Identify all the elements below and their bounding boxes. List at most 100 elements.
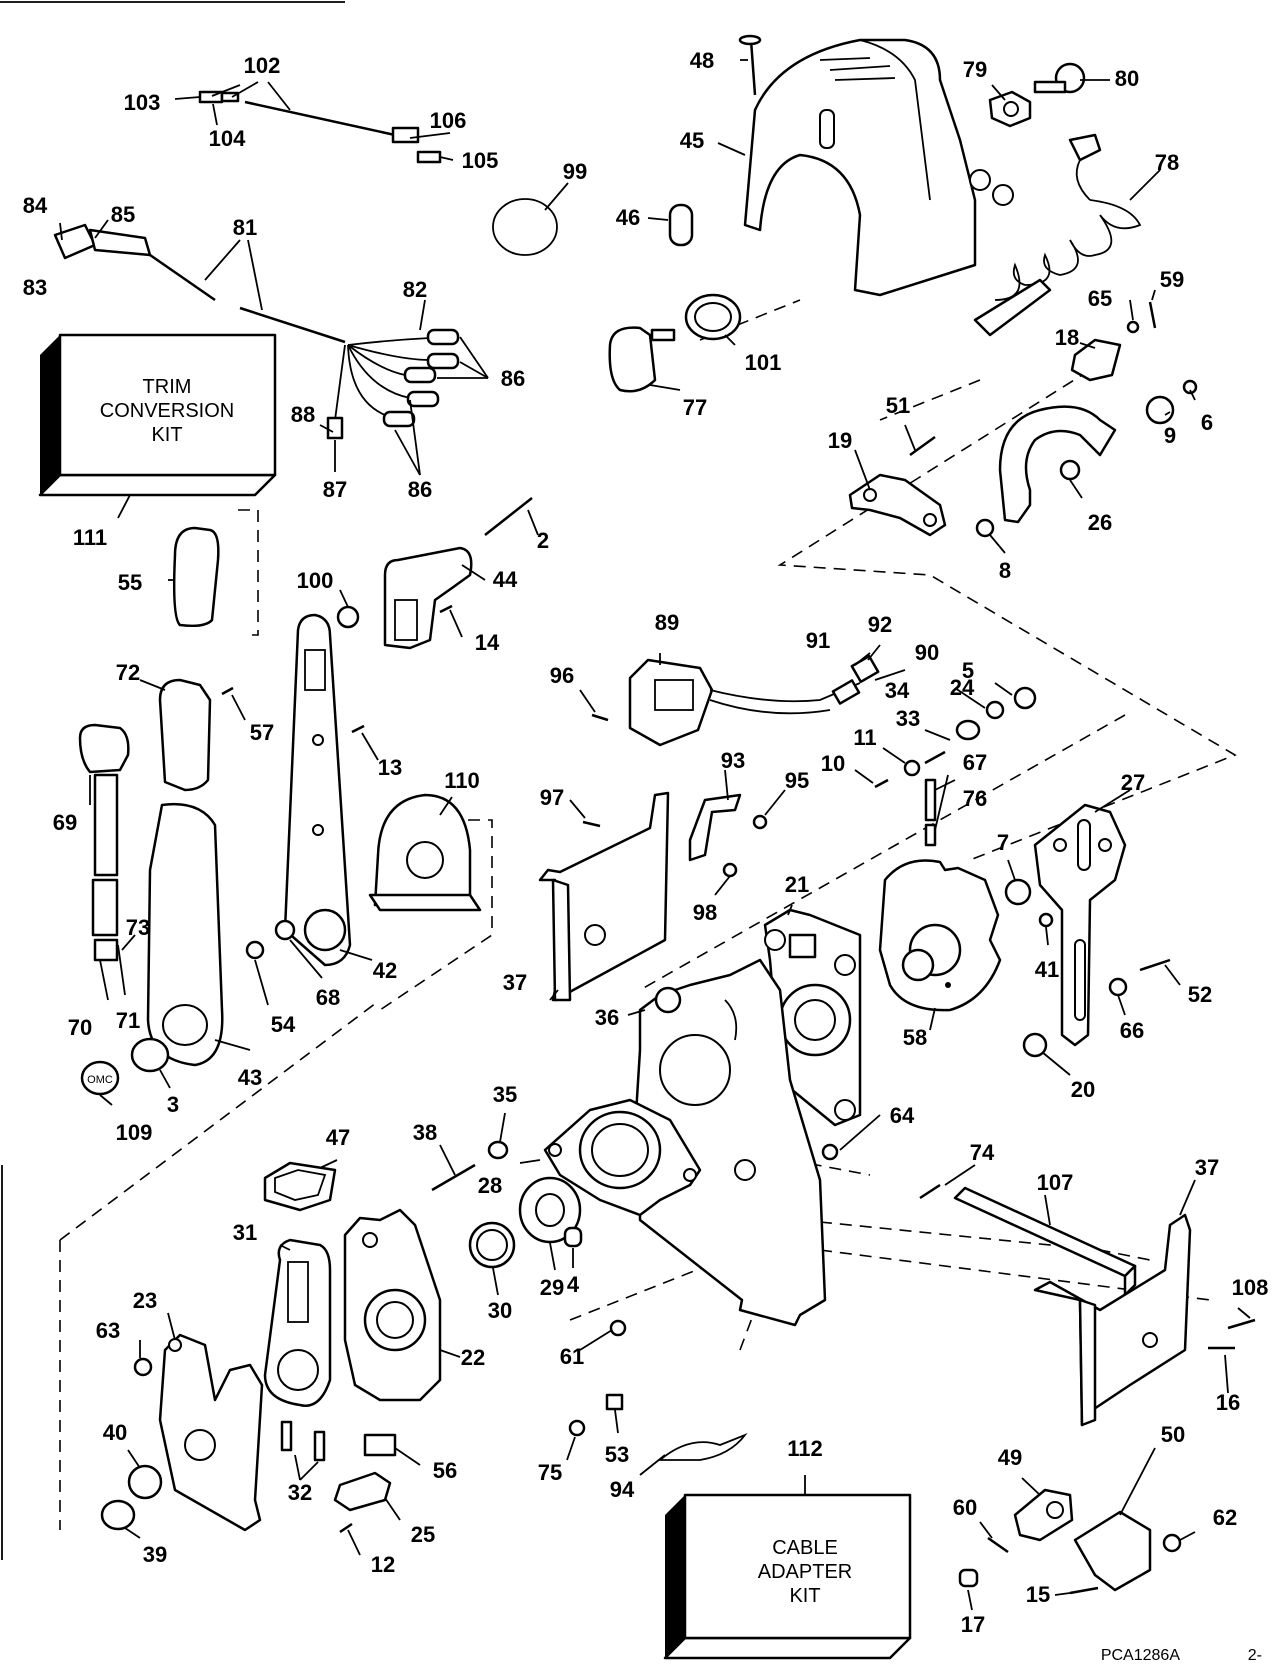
trim-kit-line1: TRIM — [143, 376, 192, 398]
callout-103: 103 — [124, 90, 161, 115]
cable-kit-line2: ADAPTER — [758, 1561, 852, 1583]
spring-34 — [924, 750, 946, 765]
callout-44: 44 — [493, 567, 518, 592]
callout-111: 111 — [73, 525, 107, 550]
pin-17 — [958, 1568, 979, 1588]
callout-11: 11 — [853, 725, 876, 750]
callout-8: 8 — [999, 558, 1011, 583]
callout-33: 33 — [896, 706, 920, 731]
washer-66 — [1108, 977, 1128, 997]
callout-72: 72 — [116, 660, 140, 685]
spring-33 — [955, 719, 981, 741]
callout-60: 60 — [953, 1495, 977, 1520]
trim-switch-89 — [628, 654, 880, 747]
callout-36: 36 — [595, 1005, 619, 1030]
pin-67 — [924, 778, 937, 822]
callout-12: 12 — [371, 1552, 395, 1577]
spring-32a — [280, 1420, 293, 1452]
detent-plate-31 — [263, 1238, 332, 1407]
base-plate-36 — [633, 958, 827, 1327]
callout-102: 102 — [244, 53, 281, 78]
bracket-50 — [1073, 1510, 1152, 1592]
callout-90: 90 — [915, 640, 939, 665]
trim-kit-line2: CONVERSION — [100, 400, 234, 422]
nut-95 — [752, 814, 768, 830]
callout-109: 109 — [116, 1120, 153, 1145]
callout-100: 100 — [297, 568, 334, 593]
callout-31: 31 — [233, 1220, 257, 1245]
callout-9: 9 — [1164, 423, 1176, 448]
callout-75: 75 — [538, 1460, 562, 1485]
plate-23 — [158, 1333, 264, 1532]
plate-25 — [333, 1471, 392, 1512]
callout-92: 92 — [868, 612, 892, 637]
callout-labels: 102 103 104 106 105 99 84 85 83 81 82 86… — [23, 48, 1269, 1637]
callout-25: 25 — [411, 1522, 435, 1547]
plug-46 — [668, 203, 694, 247]
callout-29: 29 — [540, 1275, 564, 1300]
callout-97: 97 — [540, 785, 564, 810]
callout-18: 18 — [1055, 325, 1079, 350]
callout-17: 17 — [961, 1612, 985, 1637]
washer-24 — [985, 700, 1005, 720]
pin-41 — [1038, 912, 1054, 928]
callout-58: 58 — [903, 1025, 927, 1050]
callout-38: 38 — [413, 1120, 437, 1145]
housing-plate-21 — [763, 908, 862, 1127]
callout-73: 73 — [126, 915, 150, 940]
callout-27: 27 — [1121, 770, 1145, 795]
callout-88: 88 — [291, 402, 315, 427]
callout-57: 57 — [250, 720, 274, 745]
callout-22: 22 — [461, 1345, 485, 1370]
arm-27 — [1033, 803, 1127, 1047]
callout-20: 20 — [1071, 1077, 1095, 1102]
callout-21: 21 — [785, 872, 809, 897]
callout-108: 108 — [1232, 1275, 1269, 1300]
logo-text: OMC — [87, 1074, 113, 1086]
callout-52: 52 — [1188, 982, 1212, 1007]
screw-38 — [431, 1163, 476, 1192]
screw-97 — [582, 820, 601, 828]
screw-14 — [439, 604, 453, 614]
callout-98: 98 — [693, 900, 717, 925]
housing-22 — [343, 1208, 442, 1402]
cable-adapter-kit-box: CABLE ADAPTER KIT — [663, 1493, 912, 1660]
callout-64: 64 — [890, 1103, 915, 1128]
callout-14: 14 — [475, 630, 500, 655]
callout-5: 5 — [962, 658, 974, 683]
callout-41: 41 — [1035, 957, 1059, 982]
bracket-37-right — [1033, 1213, 1192, 1427]
callout-32: 32 — [288, 1480, 312, 1505]
callout-61: 61 — [560, 1344, 584, 1369]
callout-37-left: 37 — [503, 970, 527, 995]
callout-84: 84 — [23, 193, 48, 218]
callout-110: 110 — [444, 768, 480, 793]
nut-75 — [568, 1419, 586, 1437]
figure-code: PCA1286A — [1101, 1647, 1180, 1664]
screw-51 — [909, 435, 936, 457]
washer-7 — [1004, 878, 1032, 906]
handle-top-72 — [158, 678, 212, 792]
screw-108 — [1227, 1318, 1256, 1330]
callout-23: 23 — [133, 1288, 157, 1313]
washer-9 — [1145, 395, 1175, 425]
callout-112: 112 — [787, 1436, 823, 1461]
nut-63 — [133, 1357, 153, 1377]
callout-104: 104 — [209, 126, 246, 151]
nut-64 — [821, 1143, 839, 1161]
nut-61 — [609, 1319, 627, 1337]
screw-10 — [874, 778, 889, 789]
callout-24: 24 — [950, 675, 975, 700]
callout-65: 65 — [1088, 286, 1112, 311]
nut-62 — [1162, 1533, 1182, 1553]
spring-35 — [487, 1140, 509, 1160]
pin-60 — [987, 1536, 1009, 1554]
arm-26 — [998, 405, 1117, 524]
bracket-37-left — [538, 791, 670, 1002]
callout-74: 74 — [970, 1140, 995, 1165]
callout-94: 94 — [610, 1477, 635, 1502]
bushing-20 — [1022, 1032, 1048, 1058]
callout-55: 55 — [118, 570, 142, 595]
callout-34: 34 — [885, 678, 910, 703]
ring-3 — [130, 1037, 170, 1073]
